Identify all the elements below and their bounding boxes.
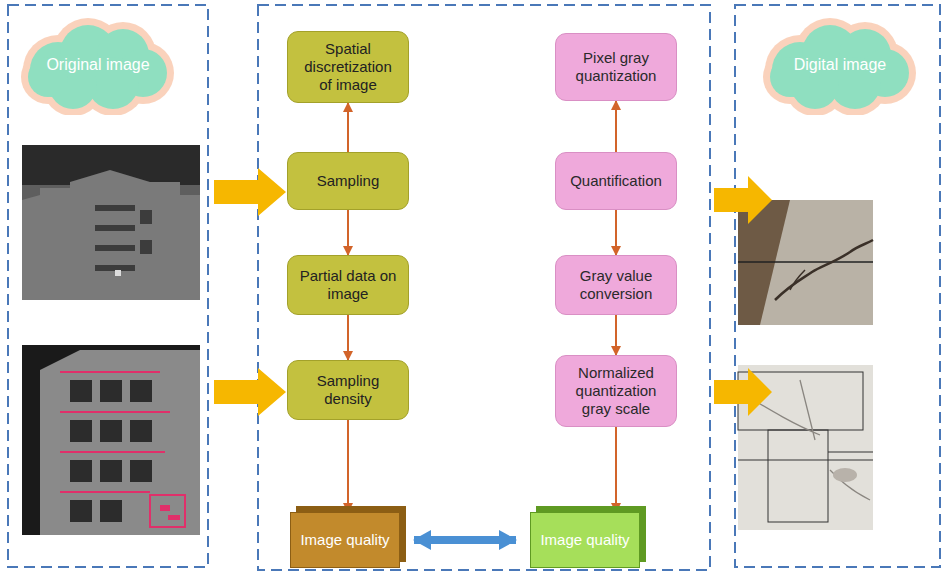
process-box: Quantification — [555, 152, 677, 210]
process-box: Pixel gray quantization — [555, 33, 677, 101]
box-label: Spatial discretization of image — [296, 40, 400, 94]
process-box: Sampling — [287, 152, 409, 210]
thermal-image-1 — [22, 145, 200, 300]
box-label: Partial data on image — [296, 267, 400, 303]
result-box: Image quality — [290, 512, 400, 568]
process-box: Gray value conversion — [555, 255, 677, 315]
process-box: Normalized quantization gray scale — [555, 355, 677, 427]
flow-arrow — [615, 101, 617, 152]
thermal-image-2 — [22, 345, 200, 535]
box-label: Quantification — [570, 172, 662, 190]
box-label: Pixel gray quantization — [564, 49, 668, 85]
box-label: Normalized quantization gray scale — [564, 364, 668, 418]
flow-arrow — [347, 103, 349, 152]
box-label: Gray value conversion — [564, 267, 668, 303]
box-label: Digital image — [794, 55, 886, 74]
cloud-shape: Digital image — [760, 15, 920, 115]
right-panel — [735, 5, 940, 567]
double-arrow — [414, 536, 516, 544]
flow-arrow — [347, 315, 349, 360]
flow-arrow — [615, 315, 617, 355]
box-label: Sampling — [317, 172, 380, 190]
left-panel — [8, 5, 208, 567]
flow-arrow — [615, 210, 617, 255]
result-box: Image quality — [530, 512, 640, 568]
process-box: Spatial discretization of image — [287, 31, 409, 103]
cloud-shape: Original image — [18, 15, 178, 115]
process-box: Sampling density — [287, 360, 409, 420]
crack-photo-1 — [738, 200, 873, 325]
box-label: Image quality — [300, 531, 389, 549]
dashed-panels — [8, 5, 940, 570]
flow-arrow — [347, 420, 349, 512]
box-label: Image quality — [540, 531, 629, 549]
flow-arrow — [347, 210, 349, 255]
process-box: Partial data on image — [287, 255, 409, 315]
box-label: Original image — [46, 55, 149, 74]
flow-arrow — [615, 427, 617, 512]
box-label: Sampling density — [296, 372, 400, 408]
middle-panel — [258, 5, 710, 570]
